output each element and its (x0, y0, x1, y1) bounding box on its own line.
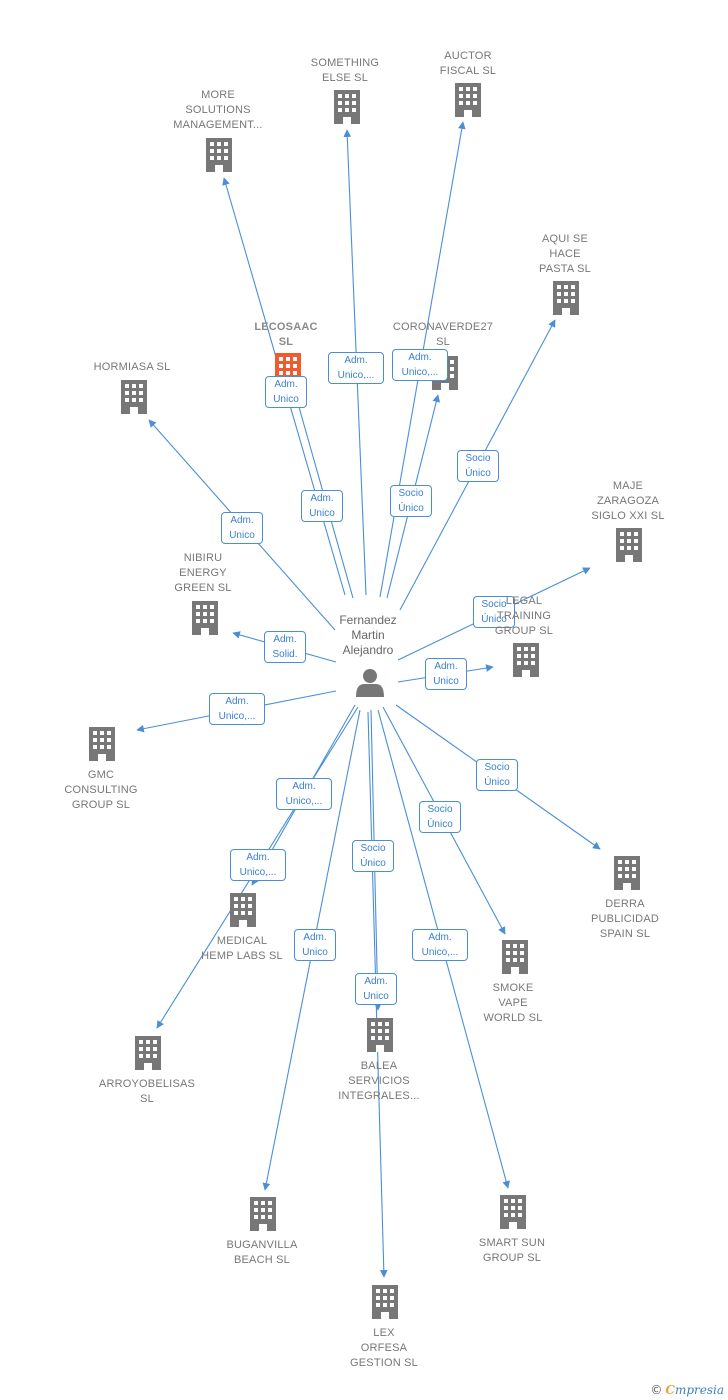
building-icon[interactable] (250, 1197, 276, 1231)
company-label-more-solutions[interactable]: MORE SOLUTIONS MANAGEMENT... (173, 89, 263, 131)
edge-label-balea[interactable]: Socio Único (352, 840, 394, 872)
building-icon[interactable] (135, 1036, 161, 1070)
company-label-hormiasa[interactable]: HORMIASA SL (93, 361, 171, 373)
edge-label-legal-training[interactable]: Adm. Unico (425, 658, 467, 690)
building-icon[interactable] (334, 90, 360, 124)
edge-label-something-else[interactable]: Adm. Unico,... (328, 352, 384, 384)
building-icon[interactable] (121, 380, 147, 414)
building-icon[interactable] (502, 940, 528, 974)
person-name-label[interactable]: Fernandez Martin Alejandro (339, 613, 397, 657)
edge-label-buganvilla[interactable]: Adm. Unico (294, 929, 336, 961)
company-label-gmc[interactable]: GMC CONSULTING GROUP SL (64, 769, 138, 811)
company-label-smart-sun[interactable]: SMART SUN GROUP SL (478, 1237, 546, 1264)
building-icon[interactable] (614, 856, 640, 890)
copyright-symbol: © (650, 1383, 663, 1397)
company-label-coronaverde[interactable]: CORONAVERDE27 SL (392, 321, 494, 348)
company-label-aqui-se-hace[interactable]: AQUI SE HACE PASTA SL (539, 233, 591, 275)
company-label-smoke-vape[interactable]: SMOKE VAPE WORLD SL (483, 982, 543, 1024)
edge-label-auctor-fiscal[interactable]: Adm. Unico,... (392, 349, 448, 381)
company-label-maje-zaragoza[interactable]: MAJE ZARAGOZA SIGLO XXI SL (591, 480, 665, 522)
company-label-arroyobelisas[interactable]: ARROYOBELISAS SL (98, 1078, 196, 1105)
company-label-derra[interactable]: DERRA PUBLICIDAD SPAIN SL (590, 898, 660, 940)
brand-initial: C (665, 1383, 675, 1397)
edge-label-lecosaac[interactable]: Adm. Unico (301, 490, 343, 522)
person-icon[interactable] (356, 669, 384, 697)
edge-label-smart-sun[interactable]: Adm. Unico,... (412, 929, 468, 961)
building-icon[interactable] (616, 528, 642, 562)
building-icon[interactable] (230, 893, 256, 927)
edge-label-arroyobelisas[interactable]: Adm. Unico,... (230, 849, 286, 881)
company-label-legal-training[interactable]: LEGAL TRAINING GROUP SL (494, 595, 554, 637)
edge-label-maje-zaragoza[interactable]: Socio Único (473, 596, 515, 628)
edge-label-lex-orfesa[interactable]: Adm. Unico (355, 973, 397, 1005)
edge-label-coronaverde[interactable]: Socio Único (390, 485, 432, 517)
edge-label-hormiasa[interactable]: Adm. Unico (221, 512, 263, 544)
company-label-lecosaac[interactable]: LECOSAAC SL (254, 321, 318, 348)
brand-name: mpresia (674, 1383, 724, 1397)
building-icon[interactable] (513, 643, 539, 677)
building-icon[interactable] (500, 1195, 526, 1229)
company-label-medical-hemp[interactable]: MEDICAL HEMP LABS SL (201, 935, 283, 962)
company-label-auctor-fiscal[interactable]: AUCTOR FISCAL SL (439, 50, 497, 77)
company-label-buganvilla[interactable]: BUGANVILLA BEACH SL (226, 1239, 298, 1266)
edge-label-gmc[interactable]: Adm. Unico,... (209, 693, 265, 725)
edge-label-more-solutions[interactable]: Adm. Unico (265, 376, 307, 408)
building-icon[interactable] (553, 281, 579, 315)
company-label-lex-orfesa[interactable]: LEX ORFESA GESTION SL (349, 1327, 419, 1369)
footer-brand: ©Cmpresia (650, 1383, 724, 1397)
edge-label-smoke-vape[interactable]: Socio Único (419, 801, 461, 833)
building-icon[interactable] (192, 601, 218, 635)
building-icon[interactable] (455, 83, 481, 117)
company-label-balea[interactable]: BALEA SERVICIOS INTEGRALES... (338, 1060, 420, 1102)
building-icon[interactable] (89, 727, 115, 761)
building-icon[interactable] (372, 1285, 398, 1319)
company-label-something-else[interactable]: SOMETHING ELSE SL (310, 57, 380, 84)
company-label-nibiru[interactable]: NIBIRU ENERGY GREEN SL (174, 552, 232, 594)
edge-label-aqui-se-hace[interactable]: Socio Único (457, 450, 499, 482)
building-icon[interactable] (367, 1018, 393, 1052)
edge-label-derra[interactable]: Socio Único (476, 759, 518, 791)
building-icon[interactable] (206, 138, 232, 172)
edge-label-nibiru[interactable]: Adm. Solid. (264, 631, 306, 663)
edge-label-medical-hemp[interactable]: Adm. Unico,... (276, 778, 332, 810)
